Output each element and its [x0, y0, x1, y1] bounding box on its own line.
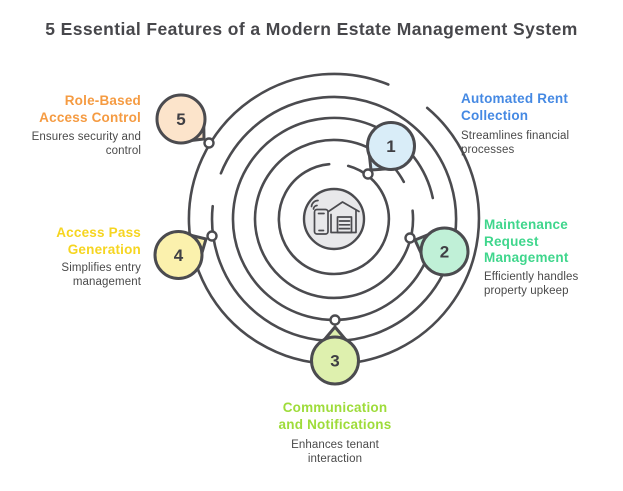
feature-number: 5 — [176, 110, 185, 129]
house-roof — [324, 201, 360, 215]
feature-bubble-4: 4 — [153, 230, 208, 280]
feature-label: Automated Rent Collection — [461, 91, 569, 123]
connector-dot — [404, 232, 416, 244]
connector-dot — [362, 168, 374, 180]
feature-label: Role-Based Access Control — [39, 93, 141, 125]
feature-number: 4 — [174, 246, 184, 265]
feature-bubble-5: 5 — [155, 93, 207, 145]
feature-description: Ensures security and control — [31, 131, 141, 157]
feature-description: Simplifies entry management — [61, 262, 141, 288]
feature-bubble-1: 1 — [366, 121, 416, 172]
spiral-ring — [277, 162, 391, 276]
center-circle — [302, 187, 366, 251]
feature-description: Enhances tenant interaction — [291, 439, 379, 465]
feature-bubble-2: 2 — [413, 226, 470, 277]
feature-description: Streamlines financial processes — [461, 130, 570, 156]
phone-details — [317, 212, 325, 232]
phone-body — [313, 208, 329, 235]
wifi-waves-icon — [310, 199, 319, 210]
feature-number: 2 — [440, 243, 449, 262]
feature-label: Communication and Notifications — [278, 400, 392, 432]
feature-bubbles: 1 2 3 4 5 — [153, 93, 470, 386]
spiral-ring — [253, 138, 415, 300]
bubble-circle — [310, 335, 360, 386]
feature-label: Maintenance Request Management — [484, 217, 569, 265]
feature-number: 3 — [330, 352, 339, 371]
spiral-ring — [187, 72, 481, 366]
bubble-circle — [366, 121, 416, 171]
connector-dots — [203, 137, 416, 326]
bubble-circle — [153, 230, 204, 280]
garage-door — [336, 216, 353, 234]
smart-home-phone-icon — [310, 199, 360, 235]
feature-bubble-3: 3 — [310, 325, 360, 386]
connector-dot — [203, 137, 215, 149]
connector-dot — [329, 314, 341, 326]
page-title: 5 Essential Features of a Modern Estate … — [45, 19, 578, 39]
garage-slats — [338, 220, 351, 230]
feature-description: Efficiently handles property upkeep — [484, 271, 579, 297]
bubble-circle — [155, 93, 207, 145]
feature-number: 1 — [386, 137, 395, 156]
feature-label: Access Pass Generation — [56, 225, 141, 257]
bubble-circle — [419, 226, 470, 277]
connector-dot — [206, 230, 218, 242]
